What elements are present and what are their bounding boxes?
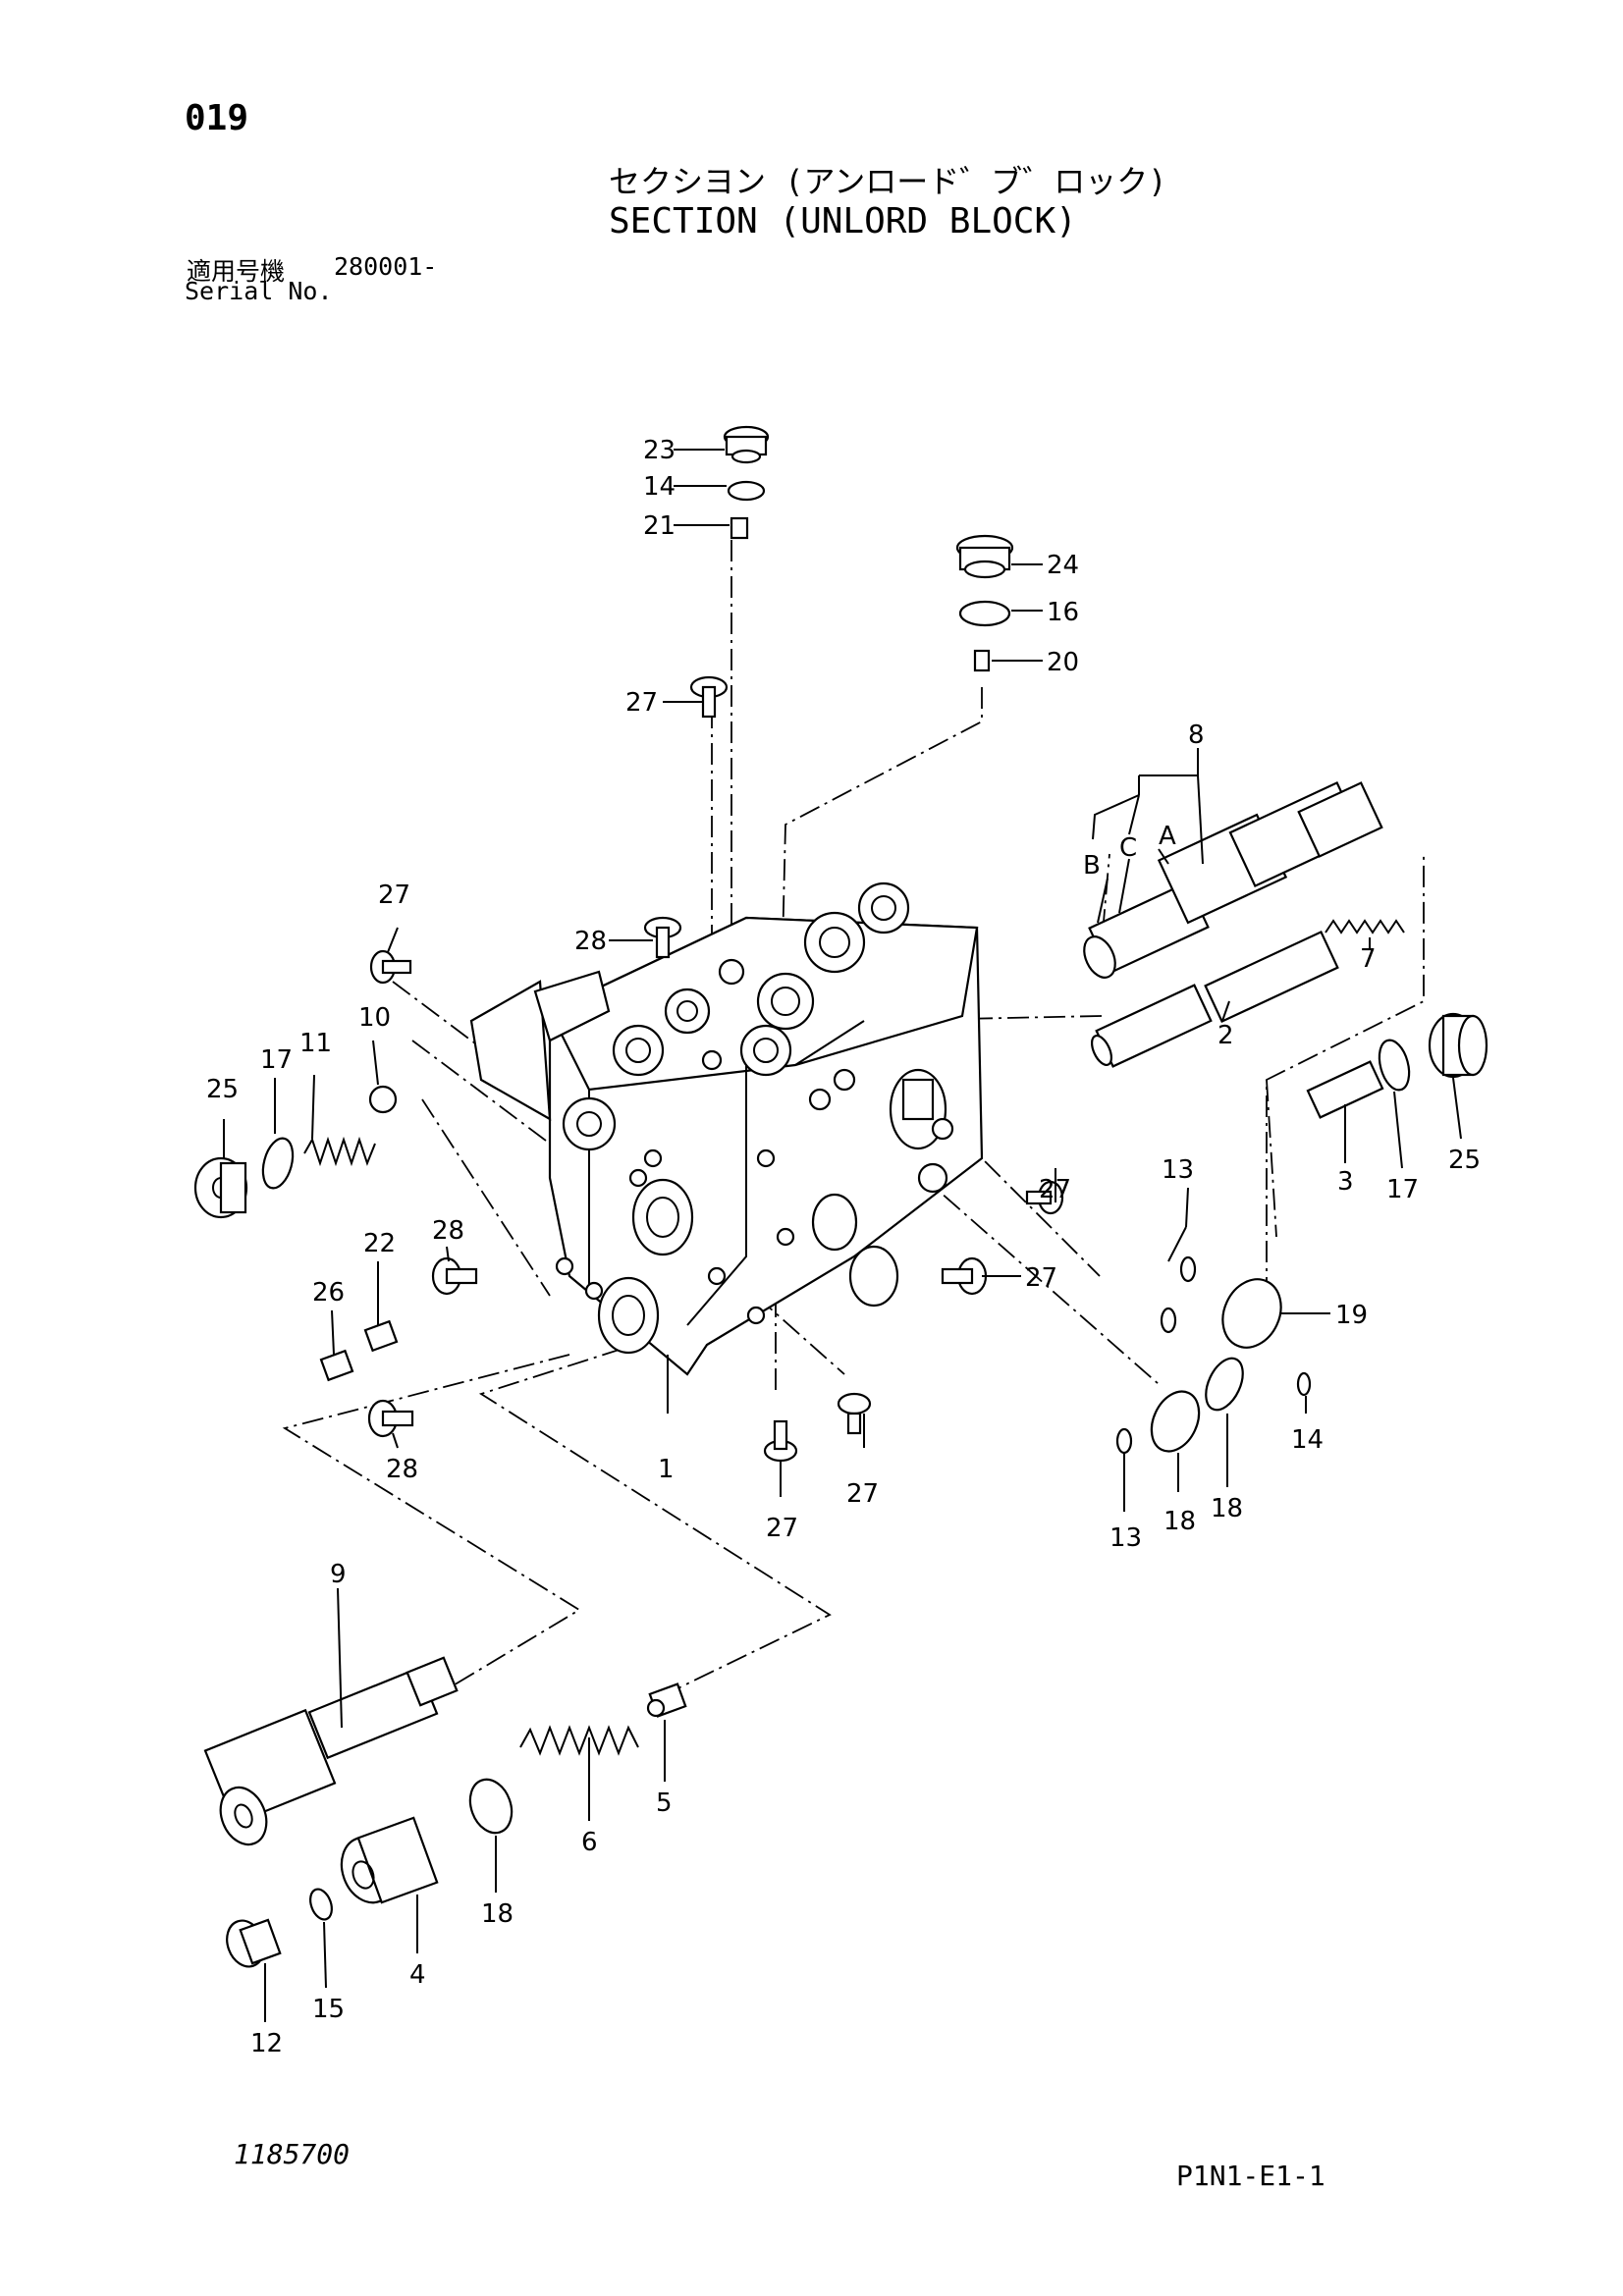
callout-24: 24 <box>1047 551 1079 580</box>
callout-9: 9 <box>330 1560 347 1589</box>
page-number: 019 <box>185 98 249 138</box>
part-7-spring <box>1325 919 1405 934</box>
callout-22: 22 <box>363 1229 396 1258</box>
part-24-plug <box>955 534 1014 579</box>
part-6-spring <box>519 1725 639 1756</box>
part-28-socket-bolt <box>643 916 682 959</box>
part-26-set-screw <box>319 1349 354 1382</box>
callout-A: A <box>1159 822 1176 851</box>
part-27-socket-bolt-down-a <box>837 1392 872 1435</box>
part-5-poppet <box>646 1682 687 1718</box>
part-16-o-ring <box>958 600 1011 627</box>
part-27-socket-bolt-down-b <box>763 1419 798 1463</box>
callout-28-mid: 28 <box>432 1216 464 1246</box>
callout-27-low-right: 27 <box>846 1479 879 1509</box>
callout-10: 10 <box>358 1003 391 1033</box>
drawing-number: 1185700 <box>234 2138 351 2170</box>
callout-28-low: 28 <box>386 1455 418 1484</box>
part-17-o-ring-left <box>261 1137 295 1190</box>
part-9-spool <box>203 1656 459 1846</box>
callout-8: 8 <box>1188 721 1205 750</box>
callout-21: 21 <box>643 511 676 541</box>
callout-17-right: 17 <box>1386 1175 1419 1204</box>
callout-12: 12 <box>250 2029 283 2058</box>
callout-25-left: 25 <box>206 1075 239 1104</box>
part-27-socket-bolt <box>689 675 729 719</box>
callout-16: 16 <box>1047 598 1079 627</box>
callout-14: 14 <box>643 472 676 502</box>
part-27-socket-bolt-left <box>369 949 412 985</box>
leader-lines <box>223 449 1462 2022</box>
callout-28-top: 28 <box>574 927 607 956</box>
callout-26: 26 <box>312 1278 345 1308</box>
callout-19: 19 <box>1335 1301 1368 1330</box>
sheet-reference: P1N1-E1-1 <box>1176 2160 1325 2192</box>
callout-14-small: 14 <box>1291 1425 1324 1455</box>
callout-labels: 23 14 21 24 16 20 27 8 A C B 28 27 7 2 1… <box>206 436 1481 2058</box>
part-3-plug <box>1306 1060 1384 1119</box>
callout-18-right-b: 18 <box>1211 1494 1243 1523</box>
callout-4: 4 <box>409 1960 426 1990</box>
part-25-plug-right <box>1428 1012 1488 1079</box>
part-10-ring <box>368 1085 398 1114</box>
callout-13-top: 13 <box>1162 1155 1194 1185</box>
part-27-socket-bolt-low-right <box>941 1256 988 1296</box>
callout-2: 2 <box>1217 1021 1234 1050</box>
part-4-plug <box>340 1816 439 1904</box>
part-13-o-ring-upper <box>1179 1255 1197 1283</box>
part-14-o-ring <box>727 480 766 502</box>
valve-body <box>469 881 984 1376</box>
callout-27-low: 27 <box>766 1514 798 1543</box>
part-13-o-ring-mid <box>1160 1307 1177 1334</box>
part-18-o-ring-c <box>468 1778 514 1835</box>
callout-27-left: 27 <box>378 881 410 910</box>
callout-6: 6 <box>581 1828 598 1857</box>
serial-number-value: 280001- <box>334 252 438 281</box>
callout-11: 11 <box>299 1029 332 1058</box>
callout-27-right: 27 <box>1039 1175 1071 1204</box>
part-2-spool <box>1090 930 1339 1068</box>
part-28-socket-bolt-low <box>367 1399 414 1438</box>
section-title-japanese: セクシヨン (アンロード゛ブ゛ロック) <box>609 163 1167 200</box>
callout-5: 5 <box>656 1789 673 1818</box>
serial-label-japanese: 適用号機 <box>187 257 286 286</box>
part-18-o-ring-b <box>1205 1357 1244 1412</box>
part-21-set-screw <box>730 516 749 540</box>
part-27-socket-bolt-right <box>1025 1180 1064 1215</box>
part-18-o-ring-a <box>1150 1390 1201 1453</box>
callout-27-top: 27 <box>625 688 658 718</box>
part-19-o-ring <box>1221 1278 1282 1349</box>
part-25-plug-left <box>193 1156 248 1219</box>
callout-15: 15 <box>312 1995 345 2024</box>
section-title-english: SECTION (UNLORD BLOCK) <box>609 201 1077 241</box>
part-22-set-screw <box>363 1319 399 1353</box>
part-13-o-ring-low <box>1115 1427 1133 1455</box>
part-11-spring <box>303 1136 376 1167</box>
callout-25-right: 25 <box>1448 1146 1481 1175</box>
callout-20: 20 <box>1047 648 1079 677</box>
callout-18-low: 18 <box>481 1899 514 1929</box>
callout-27-mid: 27 <box>1025 1263 1057 1293</box>
part-28-socket-bolt-mid <box>431 1256 478 1296</box>
callout-18-right-a: 18 <box>1163 1507 1196 1536</box>
callout-17-left: 17 <box>260 1045 293 1075</box>
callout-23: 23 <box>643 436 676 465</box>
callout-1: 1 <box>658 1455 675 1484</box>
callout-3: 3 <box>1337 1167 1354 1197</box>
part-17-o-ring-right <box>1378 1039 1411 1092</box>
serial-label-english: Serial No. <box>185 277 333 305</box>
assembly-guide-lines <box>282 540 1425 1699</box>
callout-B: B <box>1083 851 1101 881</box>
part-15-o-ring <box>309 1888 333 1921</box>
part-23-plug <box>723 425 770 464</box>
part-12-plug <box>226 1918 282 1968</box>
callout-7: 7 <box>1360 944 1377 974</box>
part-14-o-ring-small <box>1296 1371 1312 1397</box>
part-20-set-screw <box>973 649 991 672</box>
callout-C: C <box>1119 833 1137 863</box>
part-8-spool <box>1083 780 1383 979</box>
callout-13-low: 13 <box>1109 1523 1142 1553</box>
